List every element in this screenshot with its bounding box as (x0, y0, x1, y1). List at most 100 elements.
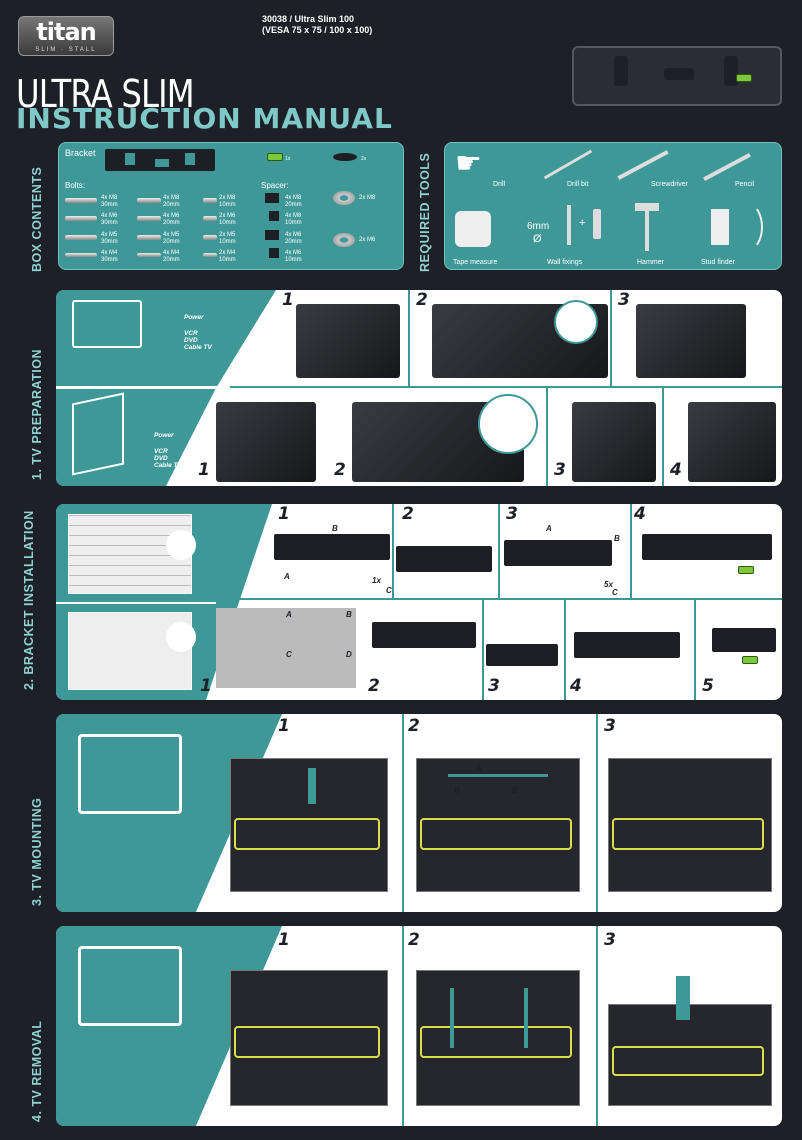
bracket-installation-panel: 1 B A C 1x 2 3 A B 5x C 4 A B C D 1 2 3 … (56, 504, 782, 700)
diameter-symbol: Ø (533, 233, 542, 245)
letter-a: A (476, 764, 482, 773)
letter-a: A (546, 524, 552, 533)
tv-preparation-label: 1. TV PREPARATION (30, 349, 44, 480)
step-number: 1 (278, 716, 290, 736)
input-power: Power (184, 314, 204, 321)
step-number: 2 (408, 716, 420, 736)
spirit-level-icon (736, 74, 752, 82)
bracket-icon (396, 546, 492, 572)
tv-removal-panel: 1 2 3 (56, 926, 782, 1126)
step-number: 3 (618, 290, 630, 310)
tv-side-outline-icon (72, 392, 124, 476)
letter-a: A (286, 610, 292, 619)
bolt-icon (65, 216, 97, 221)
bracket-icon (712, 628, 776, 652)
washer-icon (333, 191, 355, 205)
model-number: 30038 / Ultra Slim 100 (262, 14, 355, 24)
tv-mounting-label: 3. TV MOUNTING (30, 797, 44, 906)
tv-back-photo (608, 758, 772, 892)
down-arrow-icon (308, 768, 316, 804)
letter-c: C (612, 588, 618, 597)
step-number: 3 (604, 716, 616, 736)
step-number: 3 (488, 676, 500, 696)
tv-outline-icon (72, 300, 142, 348)
step-photo (572, 402, 656, 482)
tv-back-photo (416, 758, 580, 892)
tv-removal-label: 4. TV REMOVAL (30, 1020, 44, 1122)
input-cable-tv: Cable TV (184, 344, 212, 351)
bracket-outline (612, 818, 764, 850)
required-tools-panel: ☛ Drill Drill bit Screwdriver Pencil Tap… (444, 142, 782, 270)
step-number: 3 (604, 930, 616, 950)
hammer-icon (645, 203, 649, 251)
tv-back-photo (230, 970, 388, 1106)
tv-on-wall-icon (78, 734, 182, 814)
letter-b: B (332, 524, 338, 533)
input-dvd: DVD (154, 455, 168, 462)
letter-c: C (386, 586, 392, 595)
tv-back-photo (416, 970, 580, 1106)
required-tools-label: REQUIRED TOOLS (418, 152, 432, 272)
spacer-icon (269, 211, 279, 221)
tv-preparation-panel: Power VCR DVD Cable TV Power VCR DVD Cab… (56, 290, 782, 486)
titan-logo: titan SLIM · STALL (18, 16, 114, 56)
tool-label: Drill (493, 181, 506, 188)
bracket-icon (274, 534, 390, 560)
step-photo (688, 402, 776, 482)
detail-circle (554, 300, 598, 344)
adhesive-pad-icon (333, 153, 357, 161)
qty-label: 1x (372, 576, 381, 585)
bolt-icon (65, 253, 97, 257)
teal-background (56, 290, 276, 486)
bolt-icon (137, 253, 161, 257)
screwdriver-icon (617, 150, 669, 180)
screw-icon (567, 205, 571, 245)
step-number: 2 (368, 676, 380, 696)
tool-label: Screwdriver (651, 181, 688, 188)
bracket-outline (612, 1046, 764, 1076)
step-number: 1 (282, 290, 294, 310)
washer-qty: 2x M6 (359, 237, 376, 243)
bracket-illustration (572, 46, 782, 106)
bracket-icon (574, 632, 680, 658)
bracket-icon (504, 540, 612, 566)
step-number: 2 (408, 930, 420, 950)
up-arrow-icon (676, 976, 690, 1020)
step-number: 2 (416, 290, 428, 310)
bracket-icon (105, 149, 215, 171)
tool-label: Hammer (637, 259, 664, 266)
pad-qty: 2x (361, 156, 367, 162)
tool-label: Pencil (735, 181, 755, 188)
letter-b: B (614, 534, 620, 543)
bracket-outline (234, 1026, 380, 1058)
step-number: 1 (200, 676, 212, 696)
bracket-outline (420, 818, 572, 850)
letter-b: B (346, 610, 352, 619)
model-info: 30038 / Ultra Slim 100 (VESA 75 x 75 / 1… (262, 14, 372, 36)
stud-finder-icon (166, 622, 196, 652)
tool-label: Wall fixings (547, 259, 583, 266)
bolts-label: Bolts: (65, 181, 86, 190)
spacer-icon (265, 230, 279, 240)
bracket-outline (234, 818, 380, 850)
bolt-icon (137, 216, 161, 221)
step-number: 1 (278, 504, 290, 524)
spirit-level-icon (267, 153, 283, 161)
bolt-icon (203, 198, 217, 203)
input-vcr: VCR (184, 330, 198, 337)
tool-label: Stud finder (701, 259, 735, 266)
wall-plug-icon (593, 209, 601, 239)
step-number: 4 (634, 504, 646, 524)
detail-circle (478, 394, 538, 454)
input-power: Power (154, 432, 174, 439)
